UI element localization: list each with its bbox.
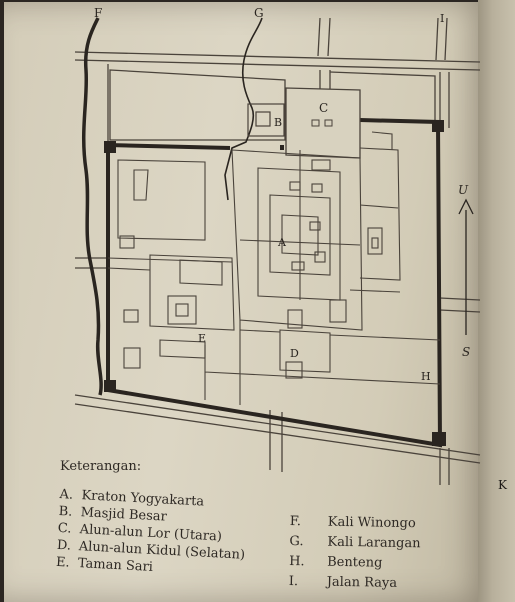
road-v6 [269,410,283,472]
label-b: B [274,116,282,129]
legend-title: Keterangan: [60,459,142,474]
label-i: I [440,12,444,25]
compass-south: S [462,345,470,359]
label-e: E [198,332,206,345]
road-v4 [319,70,331,90]
legend-item: I.Jalan Raya [288,573,398,591]
masjid-besar [247,103,285,137]
legend-right: F.Kali Winongo G.Kali Larangan H.Benteng… [289,512,421,594]
facing-page-letter: K [498,478,507,492]
legend-item: H.Benteng [289,553,383,571]
alun-alun-kidul [204,309,441,405]
road-south-2 [74,403,481,464]
label-h: H [421,370,431,383]
kraton-complex [231,131,401,331]
compass-north: U [458,183,469,197]
road-north-2 [74,59,481,71]
fortress-bastions [104,120,446,446]
road-v5 [439,72,450,128]
road-v1 [317,17,331,57]
book-spine [478,0,515,602]
compass-arrow [458,198,474,335]
road-v7 [439,448,450,485]
alun-alun-lor [285,87,361,159]
label-g: G [254,6,264,20]
road-east-h [439,297,481,313]
road-south [74,394,481,456]
legend-item: F.Kali Winongo [289,513,416,532]
road-v2 [435,17,448,61]
river-winongo [81,17,103,396]
river-larangan [224,17,263,201]
label-c: C [319,101,328,115]
taman-sari [123,254,235,369]
road-north [74,51,481,63]
label-d: D [290,347,299,360]
label-f: F [94,6,102,20]
western-quarter [107,159,233,271]
legend-item: G.Kali Larangan [289,533,421,552]
label-a: A [277,236,287,249]
legend-left: A.Kraton Yogyakarta B.Masjid Besar C.Alu… [56,486,249,581]
